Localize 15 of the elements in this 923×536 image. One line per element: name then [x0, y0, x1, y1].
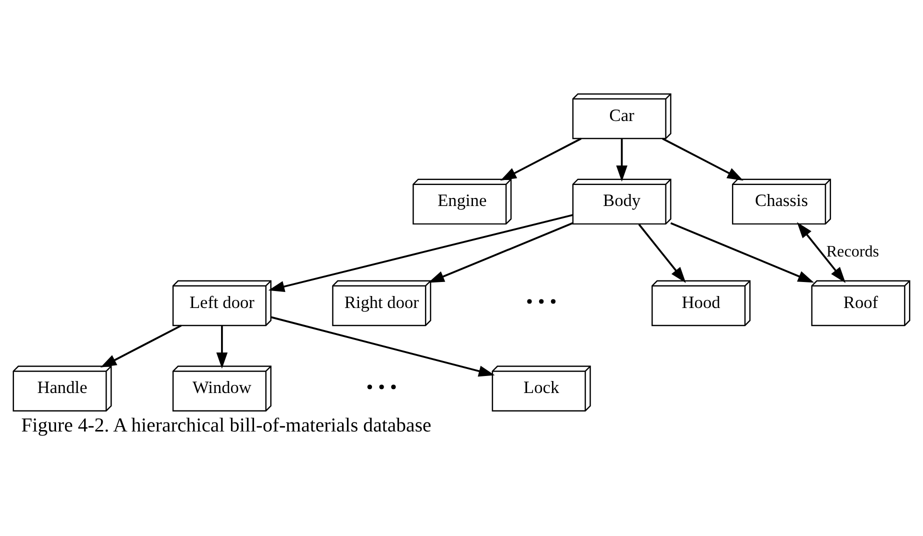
arrow	[662, 137, 744, 180]
arrow	[796, 222, 846, 282]
arrow	[268, 214, 573, 292]
arrow	[670, 222, 814, 282]
arrow	[428, 222, 573, 282]
arrow	[270, 316, 495, 376]
label: • • •	[366, 376, 398, 398]
arrow	[638, 223, 686, 282]
arrow	[100, 324, 182, 368]
edge-label: Records	[826, 243, 880, 260]
caption: Figure 4-2. A hierarchical bill-of-materials database	[21, 414, 432, 436]
arrow	[216, 325, 228, 368]
label: • • •	[526, 290, 557, 312]
arrow	[500, 137, 582, 180]
arrow	[616, 138, 628, 182]
